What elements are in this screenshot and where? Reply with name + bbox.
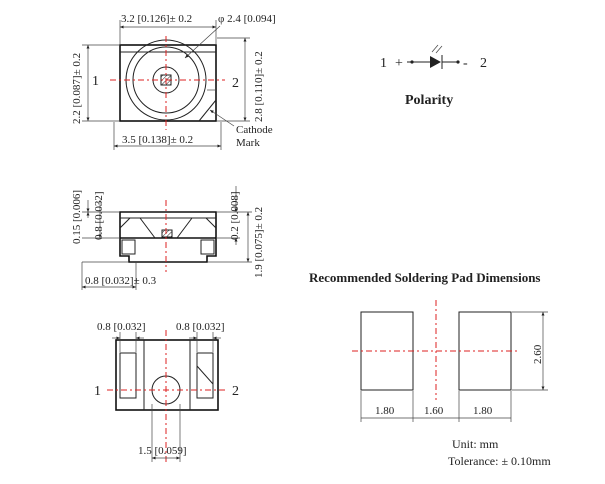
bottom-view-left-pad — [119, 352, 137, 399]
bottom-view-polarity-mark — [196, 365, 214, 385]
soldering-pad-diagram: Recommended Soldering Pad Dimensions 2.6… — [309, 270, 551, 468]
side-dim-015: 0.15 [0.006] — [71, 190, 83, 244]
bottom-center-dimension: 1.5 [0.059] — [138, 445, 187, 457]
polarity-pin-1: 1 — [380, 56, 387, 71]
bottom-width-dimension: 3.5 [0.138]± 0.2 — [122, 134, 193, 146]
diode-triangle-icon — [430, 56, 441, 68]
bottom-view-pin-2: 2 — [232, 384, 239, 399]
bottom-view-body — [115, 339, 219, 411]
side-dim-08-vertical: 0.8 [0.032] — [93, 191, 105, 240]
solder-height-dimension: 2.60 — [532, 344, 544, 364]
top-view: 3.2 [0.126]± 0.2 φ 2.4 [0.094] 2.2 [0.08… — [71, 13, 276, 150]
top-view-pin-2: 2 — [232, 76, 239, 91]
cathode-mark-label: Mark — [236, 137, 260, 149]
unit-label: Unit: mm — [452, 437, 499, 451]
side-dim-19: 1.9 [0.075]± 0.2 — [253, 207, 265, 278]
side-view: 0.15 [0.006] 0.8 [0.032] 0.2 [0.008] 1.9… — [71, 186, 265, 290]
side-dim-08-horizontal: 0.8 [0.032]± 0.3 — [85, 275, 157, 287]
right-height-dimension: 2.8 [0.110]± 0.2 — [253, 51, 265, 122]
polarity-minus: - — [463, 56, 468, 71]
top-width-dimension: 3.2 [0.126]± 0.2 — [121, 13, 192, 25]
solder-pad-left-width: 1.80 — [375, 405, 395, 417]
tolerance-label: Tolerance: ± 0.10mm — [448, 454, 551, 468]
bottom-view-right-pad — [196, 352, 214, 399]
side-dim-02: 0.2 [0.008] — [229, 191, 241, 240]
polarity-title: Polarity — [405, 93, 453, 108]
polarity-pin-2: 2 — [480, 56, 487, 71]
cathode-mark-chamfer — [198, 99, 217, 122]
left-height-dimension: 2.2 [0.087]± 0.2 — [71, 53, 83, 124]
side-view-die — [161, 229, 173, 238]
bottom-view: 0.8 [0.032] 0.8 [0.032] 1.5 [0.059] 1 2 — [94, 321, 239, 464]
lens-diameter-dimension: φ 2.4 [0.094] — [218, 13, 276, 25]
solder-gap-width: 1.60 — [424, 405, 444, 417]
solder-pad-right-width: 1.80 — [473, 405, 493, 417]
top-view-body — [119, 44, 217, 122]
soldering-title: Recommended Soldering Pad Dimensions — [309, 270, 540, 285]
polarity-plus: + — [395, 56, 403, 71]
top-view-pin-1: 1 — [92, 74, 99, 89]
polarity-symbol: 1 + - 2 Polarity — [380, 44, 487, 108]
bottom-left-pad-dimension: 0.8 [0.032] — [97, 321, 146, 333]
bottom-view-pin-1: 1 — [94, 384, 101, 399]
bottom-right-pad-dimension: 0.8 [0.032] — [176, 321, 225, 333]
side-view-body — [119, 211, 217, 263]
emission-arrow-icon — [431, 44, 439, 53]
cathode-label: Cathode — [236, 124, 273, 136]
